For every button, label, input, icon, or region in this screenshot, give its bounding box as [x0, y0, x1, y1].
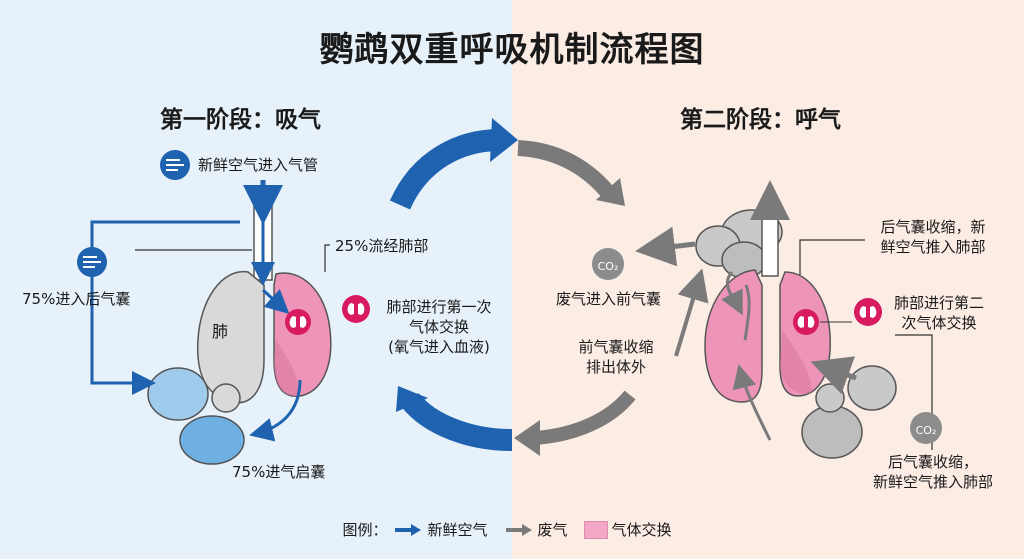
posterior-air-sac-right — [847, 365, 897, 411]
posterior-flow-arrow — [90, 220, 240, 395]
stage2-heading: 第二阶段：呼气 — [680, 107, 841, 133]
lung-flow-label: 25%流经肺部 — [335, 237, 429, 255]
co2-icon — [592, 248, 624, 280]
first-exchange-label: 肺部进行第一次 气体交换 (氧气进入血液) — [386, 298, 492, 356]
legend-item-fresh: 新鲜空气 — [393, 519, 488, 540]
air-sac-lower — [179, 415, 245, 465]
posterior-percent-label: 75%进入后气囊 — [22, 290, 131, 308]
gray-arrow-icon — [505, 523, 532, 536]
lung-label: 肺 — [212, 322, 229, 341]
exhale-panel-background — [512, 0, 1024, 559]
cycle-arrow-top-blue — [389, 129, 501, 210]
co2-icon-2 — [910, 412, 942, 444]
cycle-arrow-top-gray — [517, 140, 617, 201]
legend-prefix: 图例： — [342, 521, 388, 539]
legend-item-waste: 废气 — [504, 519, 568, 540]
lungs-icon — [285, 309, 311, 335]
lungs-icon-label — [342, 295, 370, 323]
lung-right-left-pink — [704, 269, 763, 403]
legend: 图例： 新鲜空气 废气 气体交换 — [0, 519, 1024, 540]
legend-item-exchange: 气体交换 — [583, 519, 672, 540]
posterior-top-label: 后气囊收缩，新 鲜空气推入肺部 — [880, 218, 986, 256]
lungs-icon-label-right — [854, 298, 882, 326]
posterior-bottom-label: 后气囊收缩， 新鲜空气推入肺部 — [872, 453, 993, 491]
page-title: 鹦鹉双重呼吸机制流程图 — [319, 30, 705, 70]
cycle-arrow-bottom-gray — [534, 390, 636, 445]
lung-left-gray — [196, 271, 265, 404]
posterior-air-sac — [147, 367, 209, 421]
stage1-heading: 第一阶段：吸气 — [160, 107, 321, 133]
second-exchange-label: 肺部进行第二 次气体交换 — [893, 294, 984, 332]
trachea-right — [761, 205, 779, 277]
waste-anterior-label: 废气进入前气囊 — [556, 290, 662, 308]
cycle-arrow-bottom-blue — [401, 392, 513, 451]
co2-text: CO₂ — [597, 260, 619, 273]
anterior-contract-label: 前气囊收缩 排出体外 — [578, 338, 654, 376]
pink-swatch — [583, 520, 608, 539]
co2-text-2: CO₂ — [915, 424, 937, 437]
fresh-air-label: 新鲜空气进入气管 — [198, 156, 319, 174]
lungs-icon-right — [793, 309, 819, 335]
bottom-sac-label: 75%进气启囊 — [232, 463, 326, 481]
blue-arrow-icon — [395, 523, 422, 536]
